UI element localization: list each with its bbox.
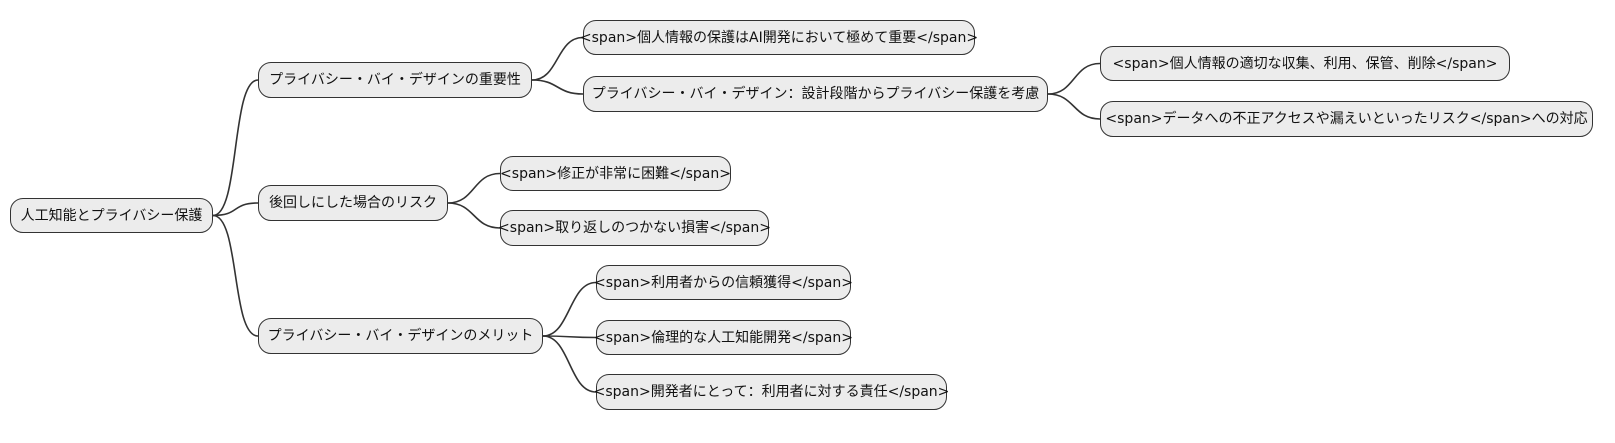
node-proper-handling: <span>個人情報の適切な収集、利用、保管、削除</span> (1100, 46, 1510, 81)
edge-b1-c11 (531, 36, 584, 81)
node-developer-responsibility: <span>開発者にとって：利用者に対する責任</span> (594, 374, 949, 410)
node-branch-merits: プライバシー・バイ・デザインのメリット (258, 318, 543, 354)
edge-b3-c31 (542, 281, 597, 337)
edge-b3-c32 (542, 335, 597, 339)
node-privacy-by-design-def: プライバシー・バイ・デザイン：設計段階からプライバシー保護を考慮 (583, 76, 1048, 112)
edge-c12-g1 (1047, 62, 1101, 95)
node-root: 人工知能とプライバシー保護 (10, 198, 213, 233)
node-unauthorized-access-risk: <span>データへの不正アクセスや漏えいといったリスク</span>への対応 (1100, 101, 1593, 137)
edge-b2-c21 (447, 172, 501, 204)
node-irreversible-damage: <span>取り返しのつかない損害</span> (498, 210, 771, 246)
edge-c12-g2 (1047, 93, 1101, 120)
node-user-trust: <span>利用者からの信頼獲得</span> (594, 265, 853, 300)
node-branch-risks: 後回しにした場合のリスク (258, 185, 448, 221)
node-branch-importance: プライバシー・バイ・デザインの重要性 (258, 62, 532, 98)
edge-b2-c22 (447, 202, 501, 229)
node-hard-to-fix: <span>修正が非常に困難</span> (500, 156, 731, 191)
edge-b1-c12 (531, 79, 584, 95)
node-personal-info-important: <span>個人情報の保護はAI開発において極めて重要</span> (580, 20, 978, 55)
edge-root-b3 (212, 214, 259, 337)
node-ethical-ai: <span>倫理的な人工知能開発</span> (594, 320, 853, 355)
edge-root-b2 (212, 202, 259, 217)
edge-root-b1 (212, 79, 259, 217)
edge-b3-c33 (542, 335, 597, 393)
